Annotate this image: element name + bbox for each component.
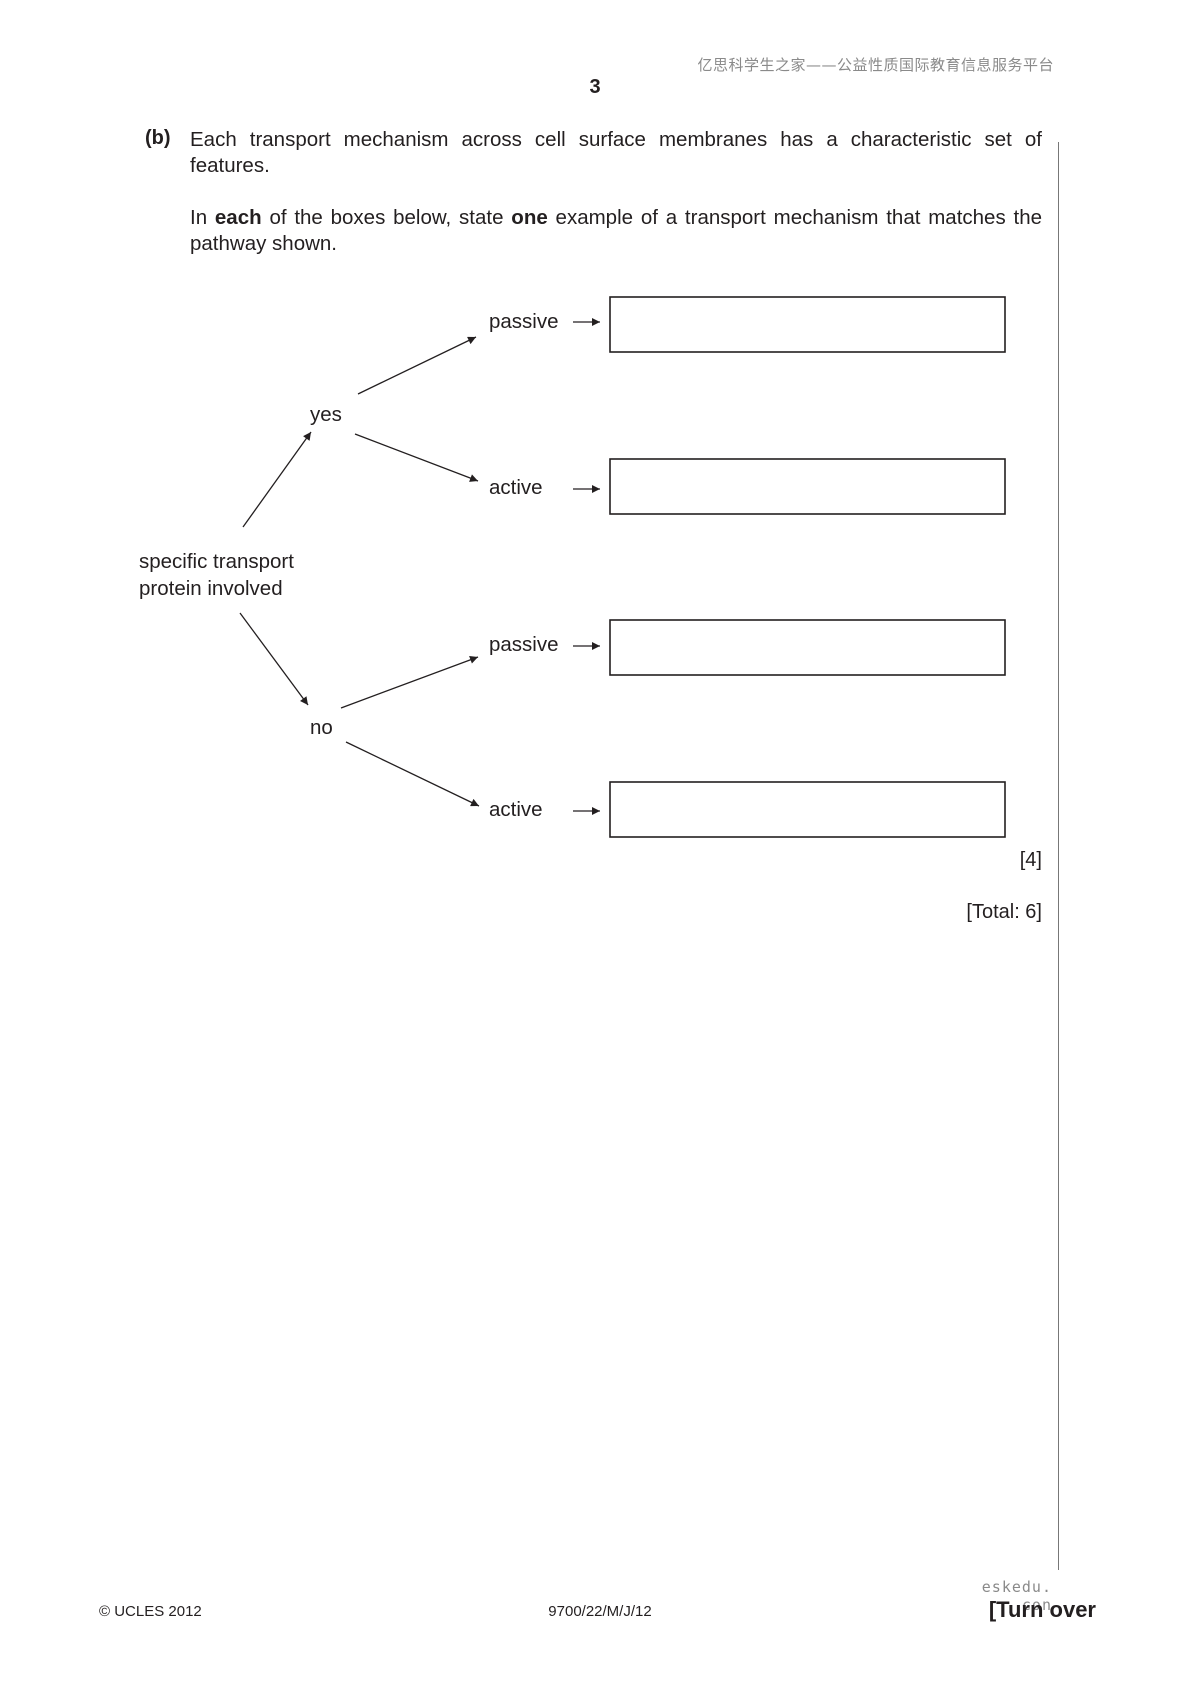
root-label-line2: protein involved xyxy=(139,577,283,600)
no-active-label: active xyxy=(489,798,543,821)
arrow-root-to-no xyxy=(239,612,309,706)
no-passive-label: passive xyxy=(489,633,559,656)
question-intro: Each transport mechanism across cell sur… xyxy=(190,128,1042,177)
arrow-yes-to-passive xyxy=(357,336,477,395)
turn-over-label: [Turn over xyxy=(988,1597,1096,1622)
answer-box-no-active[interactable] xyxy=(609,781,1006,838)
arrow-yes-to-active xyxy=(354,433,479,482)
answer-box-no-passive[interactable] xyxy=(609,619,1006,676)
header-watermark: 亿思科学生之家——公益性质国际教育信息服务平台 xyxy=(697,56,1054,74)
instruction-emphasis-one: one xyxy=(511,206,548,229)
instruction-post: example of a transport mechanism that ma… xyxy=(190,206,1042,255)
yes-passive-label: passive xyxy=(489,310,559,333)
instruction-pre: In xyxy=(190,206,215,229)
total-marks: [Total: 6] xyxy=(966,901,1042,923)
arrow-no-to-passive xyxy=(340,656,479,709)
arrow-no-to-active xyxy=(345,741,480,807)
marks-allocation: [4] xyxy=(1019,849,1042,871)
footer-watermark: eskedu. con xyxy=(981,1578,1052,1614)
footer-copyright: © UCLES 2012 xyxy=(99,1603,202,1620)
question-part-label: (b) xyxy=(145,127,171,149)
answer-box-yes-passive[interactable] xyxy=(609,296,1006,353)
footer-paper-code: 9700/22/M/J/12 xyxy=(548,1603,652,1620)
pathway-diagram: specific transport protein involved yes … xyxy=(139,296,1006,838)
page-number: 3 xyxy=(589,76,601,98)
margin-rule xyxy=(1058,142,1059,1570)
arrow-root-to-yes xyxy=(242,431,312,528)
answer-box-yes-active[interactable] xyxy=(609,458,1006,515)
question-instruction: In each of the boxes below, state one ex… xyxy=(190,205,1042,257)
root-label-line1: specific transport xyxy=(139,550,294,573)
instruction-mid: of the boxes below, state xyxy=(261,206,512,229)
branch-label-yes: yes xyxy=(310,403,342,426)
instruction-emphasis-each: each xyxy=(214,206,262,229)
branch-label-no: no xyxy=(310,716,333,739)
yes-active-label: active xyxy=(489,476,543,499)
